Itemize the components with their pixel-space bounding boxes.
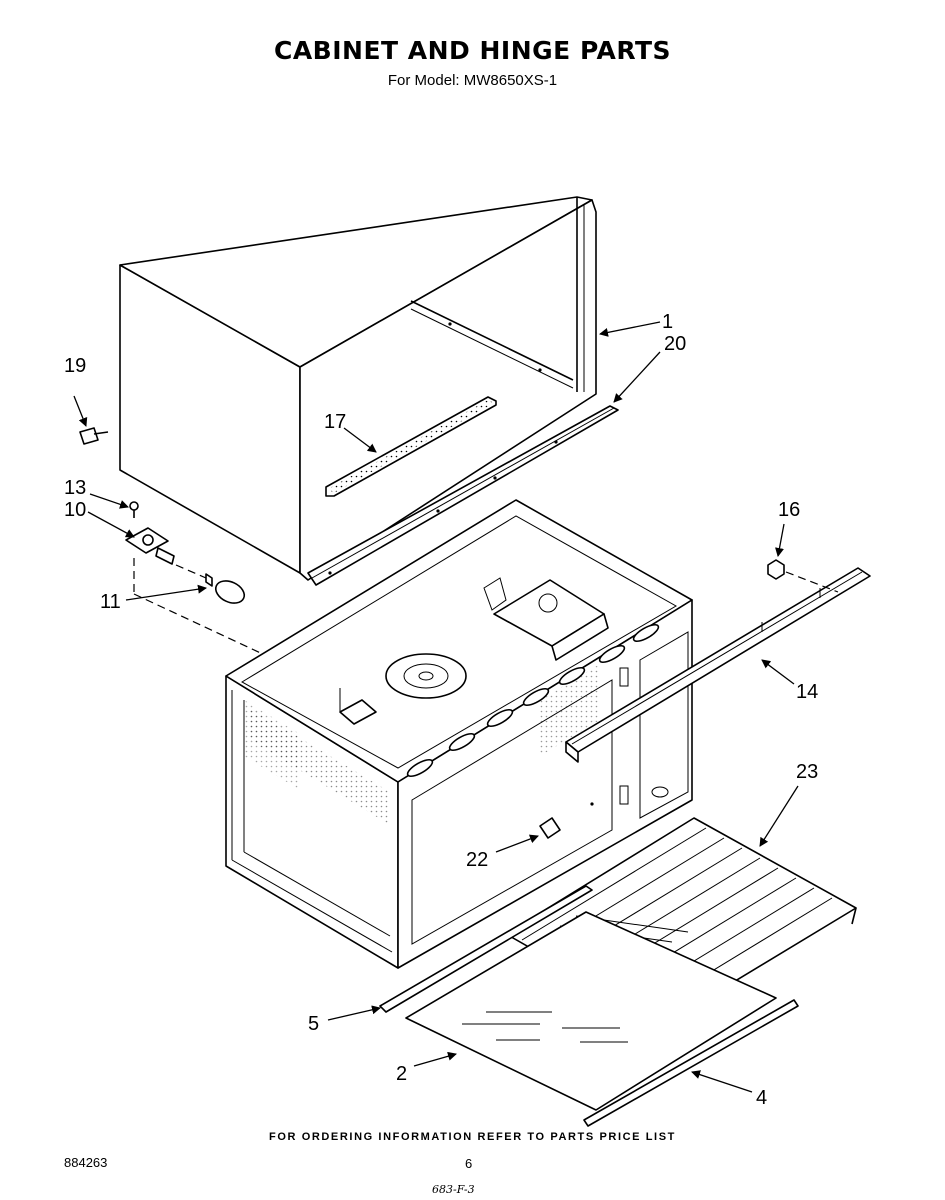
page-number: 6: [465, 1156, 473, 1171]
oven-chassis: [225, 499, 693, 969]
callout-1: 1: [662, 311, 673, 333]
vent-slots: [406, 623, 660, 778]
front-trim-strip: [379, 885, 593, 1013]
handwritten-note: 683-F-3: [432, 1183, 475, 1196]
screw-part-19: [79, 427, 109, 445]
hinge-rail: [565, 567, 871, 763]
cabinet-flange-strip: [307, 405, 619, 586]
lamp-bracket-assembly: [125, 501, 341, 691]
document-number: 884263: [64, 1155, 108, 1170]
callout-22: 22: [466, 849, 488, 871]
nut-part-16: [767, 559, 839, 593]
callout-5: 5: [308, 1013, 319, 1035]
callout-4: 4: [756, 1087, 767, 1109]
gasket-strip: [325, 396, 497, 497]
callout-labels: 1 20 19 17 13 10 11 16 14 23 22 5 2 4: [64, 311, 818, 1109]
callout-16: 16: [778, 499, 800, 521]
callout-20: 20: [664, 333, 686, 355]
callout-14: 14: [796, 681, 818, 703]
ordering-note: FOR ORDERING INFORMATION REFER TO PARTS …: [269, 1131, 676, 1143]
callout-13: 13: [64, 477, 86, 499]
page-title: CABINET AND HINGE PARTS: [273, 36, 672, 65]
callout-19: 19: [64, 355, 86, 377]
callout-23: 23: [796, 761, 818, 783]
callout-10: 10: [64, 499, 86, 521]
callout-17: 17: [324, 411, 346, 433]
callout-2: 2: [396, 1063, 407, 1085]
callout-11: 11: [100, 591, 121, 613]
callout-leaders: [73, 321, 799, 1093]
model-subtitle: For Model: MW8650XS-1: [387, 72, 558, 89]
side-trim-strip: [583, 999, 799, 1127]
cabinet-wrapper: [119, 196, 597, 581]
glass-tray: [405, 911, 777, 1111]
